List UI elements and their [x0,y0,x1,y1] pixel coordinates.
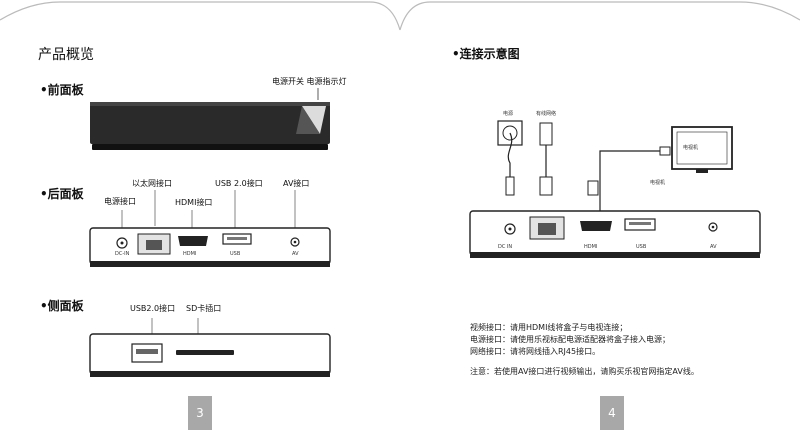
callout-hdmi: HDMI接口 [175,198,213,207]
callout-ethernet: 以太网接口 [132,179,172,188]
page-number-tab: 4 [600,396,624,430]
label-tv-screen: 电视机 [683,145,699,151]
page-number: 4 [608,406,616,420]
port-label-hdmi: HDMI [584,244,598,250]
label-power: 电源 [503,111,514,117]
left-page: 产品概览 •前面板 电源开关 电源指示灯 •后面板 以太网接口 USB 2.0接… [38,47,347,430]
connection-diagram [469,120,761,258]
port-label-dc-in: DC IN [498,244,513,250]
label-wired-network: 有线网络 [536,111,557,117]
side-panel-device [89,318,331,377]
front-panel-device [90,88,330,150]
diagram-title: •连接示意图 [452,47,520,61]
port-label-usb: USB [230,251,241,257]
side-panel-heading: •侧面板 [40,299,84,313]
rear-panel-device [89,190,331,267]
page-number: 3 [196,406,204,420]
port-label-av: AV [710,244,717,250]
port-label-av: AV [292,251,299,257]
page-title: 产品概览 [38,47,94,63]
front-panel-callout: 电源开关 电源指示灯 [272,77,347,86]
port-label-hdmi: HDMI [183,251,197,257]
instruction-line: 网络接口：请将网线插入RJ45接口。 [470,347,601,356]
callout-usb: USB 2.0接口 [215,179,263,188]
callout-av: AV接口 [283,179,310,188]
page-number-tab: 3 [188,396,212,430]
note-text: 注意：若使用AV接口进行视频输出，请购买乐视官网指定AV线。 [470,367,699,376]
callout-sd: SD卡插口 [186,304,222,313]
port-label-dc-in: DC-IN [115,251,130,257]
callout-side-usb: USB2.0接口 [130,304,176,313]
right-page: •连接示意图 电源 有线网络 电视机 电视机 DC IN HDMI [400,0,800,430]
instruction-line: 视频接口：请用HDMI线将盒子与电视连接； [470,323,628,332]
rear-panel-heading: •后面板 [40,187,84,201]
label-tv-caption: 电视机 [650,180,666,186]
front-panel-heading: •前面板 [40,83,84,97]
port-label-usb: USB [636,244,647,250]
callout-power: 电源接口 [104,197,136,206]
instruction-line: 电源接口：请使用乐视标配电源适配器将盒子接入电源； [470,335,670,344]
